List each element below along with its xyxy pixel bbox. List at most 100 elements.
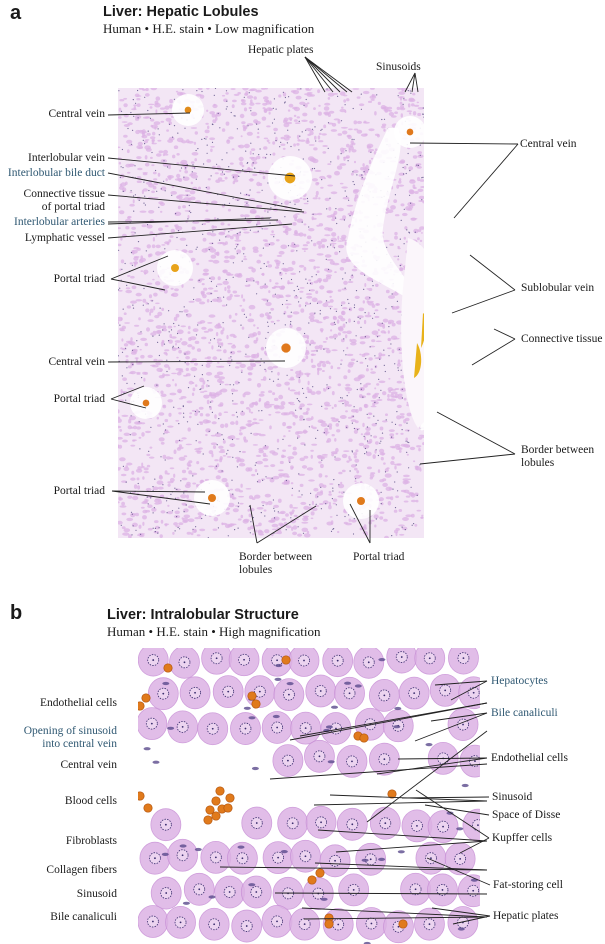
nucleus-dot [277,378,279,380]
nucleus-dot [253,280,255,282]
hepatic-plate-texture [337,495,344,498]
hepatic-plate-texture [394,111,398,114]
nucleus-dot [250,110,252,112]
hepatic-plate-texture [185,367,189,372]
hepatic-plate-texture [327,163,332,165]
nucleus-dot [299,401,301,403]
nucleus-dot [340,120,343,122]
hepatic-plate-texture [315,290,319,294]
hepatic-plate-texture [402,517,409,521]
hepatic-plate-texture [227,289,231,294]
hepatic-plate-texture [289,324,293,329]
hepatic-plate-texture [254,494,261,499]
hepatic-plate-texture [210,394,217,399]
hepatic-plate-texture [340,301,346,305]
hepatic-plate-texture [217,322,221,326]
hepatic-plate-texture [257,226,263,229]
nucleus-dot [193,220,195,222]
hepatic-plate-texture [364,296,371,301]
hepatic-plate-texture [199,413,204,417]
hepatic-plate-texture [154,520,159,524]
hepatic-plate-texture [158,437,165,442]
hepatic-plate-texture [118,416,121,419]
hepatic-plate-texture [162,285,170,289]
hepatic-plate-texture [135,117,140,121]
hepatic-plate-texture [358,442,365,447]
hepatic-plate-texture [256,507,264,510]
hepatic-plate-texture [167,511,173,515]
nucleus-dot [192,475,194,477]
hepatic-plate-texture [323,316,326,321]
hepatic-plate-texture [342,331,347,334]
nucleus-dot [210,280,212,283]
hepatic-plate-texture [290,272,297,275]
hepatic-plate-texture [288,117,293,120]
hepatic-plate-texture [299,415,304,420]
hepatic-plate-texture [365,164,369,170]
hepatic-plate-texture [255,454,262,457]
hepatic-plate-texture [232,402,239,405]
hepatic-plate-texture [133,104,137,107]
hepatic-plate-texture [246,95,254,99]
hepatic-plate-texture [191,472,198,476]
nucleolus [181,726,184,728]
hepatic-plate-texture [188,325,191,330]
nucleus-dot [137,241,140,243]
hepatic-plate-texture [271,230,274,234]
hepatic-plate-texture [206,359,213,364]
nucleus-dot [246,162,248,164]
hepatic-plate-texture [395,527,400,531]
endothelial-nucleus [456,827,464,831]
hepatic-plate-texture [199,301,206,305]
hepatic-plate-texture [417,107,424,110]
hepatic-plate-texture [304,103,308,108]
hepatic-plate-texture [173,316,178,322]
hepatic-plate-texture [125,287,131,290]
hepatic-plate-texture [225,170,232,173]
hepatic-plate-texture [359,361,364,364]
hepatic-plate-texture [156,153,162,157]
nucleus-dot [208,430,210,432]
nucleus-dot [316,350,318,352]
endothelial-nucleus [272,714,280,719]
hepatic-plate-texture [403,236,406,240]
hepatic-plate-texture [273,405,280,410]
nucleus-dot [346,426,348,428]
hepatic-plate-texture [316,240,323,245]
nucleus-dot [352,415,354,417]
nucleus-dot [396,471,398,473]
nucleus-dot [298,400,300,402]
nucleus-dot [398,348,400,350]
hepatic-plate-texture [418,200,424,202]
nucleus-dot [301,494,303,496]
hepatic-plate-texture [176,496,180,500]
hepatic-plate-texture [126,387,134,390]
hepatic-plate-texture [289,389,296,392]
hepatic-plate-texture [294,216,297,222]
nucleus-dot [271,371,273,373]
nucleus-dot [185,167,187,169]
hepatic-plate-texture [266,107,273,112]
nucleus-dot [312,213,314,215]
hepatic-plate-texture [168,339,173,344]
hepatic-plate-texture [206,356,212,359]
hepatic-plate-texture [185,443,192,446]
nucleus-dot [309,504,311,506]
nucleus-dot [416,164,418,166]
hepatic-plate-texture [268,111,271,115]
hepatic-plate-texture [123,134,128,138]
hepatic-plate-texture [302,112,308,117]
nucleus-dot [163,160,165,162]
hepatic-plate-texture [179,169,182,172]
nucleus-dot [377,454,379,457]
hepatic-plate-texture [270,320,275,323]
hepatic-plate-texture [190,161,195,164]
hepatic-plate-texture [337,400,344,403]
hepatic-plate-texture [156,367,163,372]
nucleus-dot [366,451,368,453]
nucleus-dot [203,137,205,140]
nucleus-dot [222,204,224,206]
hepatic-plate-texture [256,326,259,330]
hepatic-plate-texture [194,362,198,366]
nucleus-dot [345,322,347,324]
